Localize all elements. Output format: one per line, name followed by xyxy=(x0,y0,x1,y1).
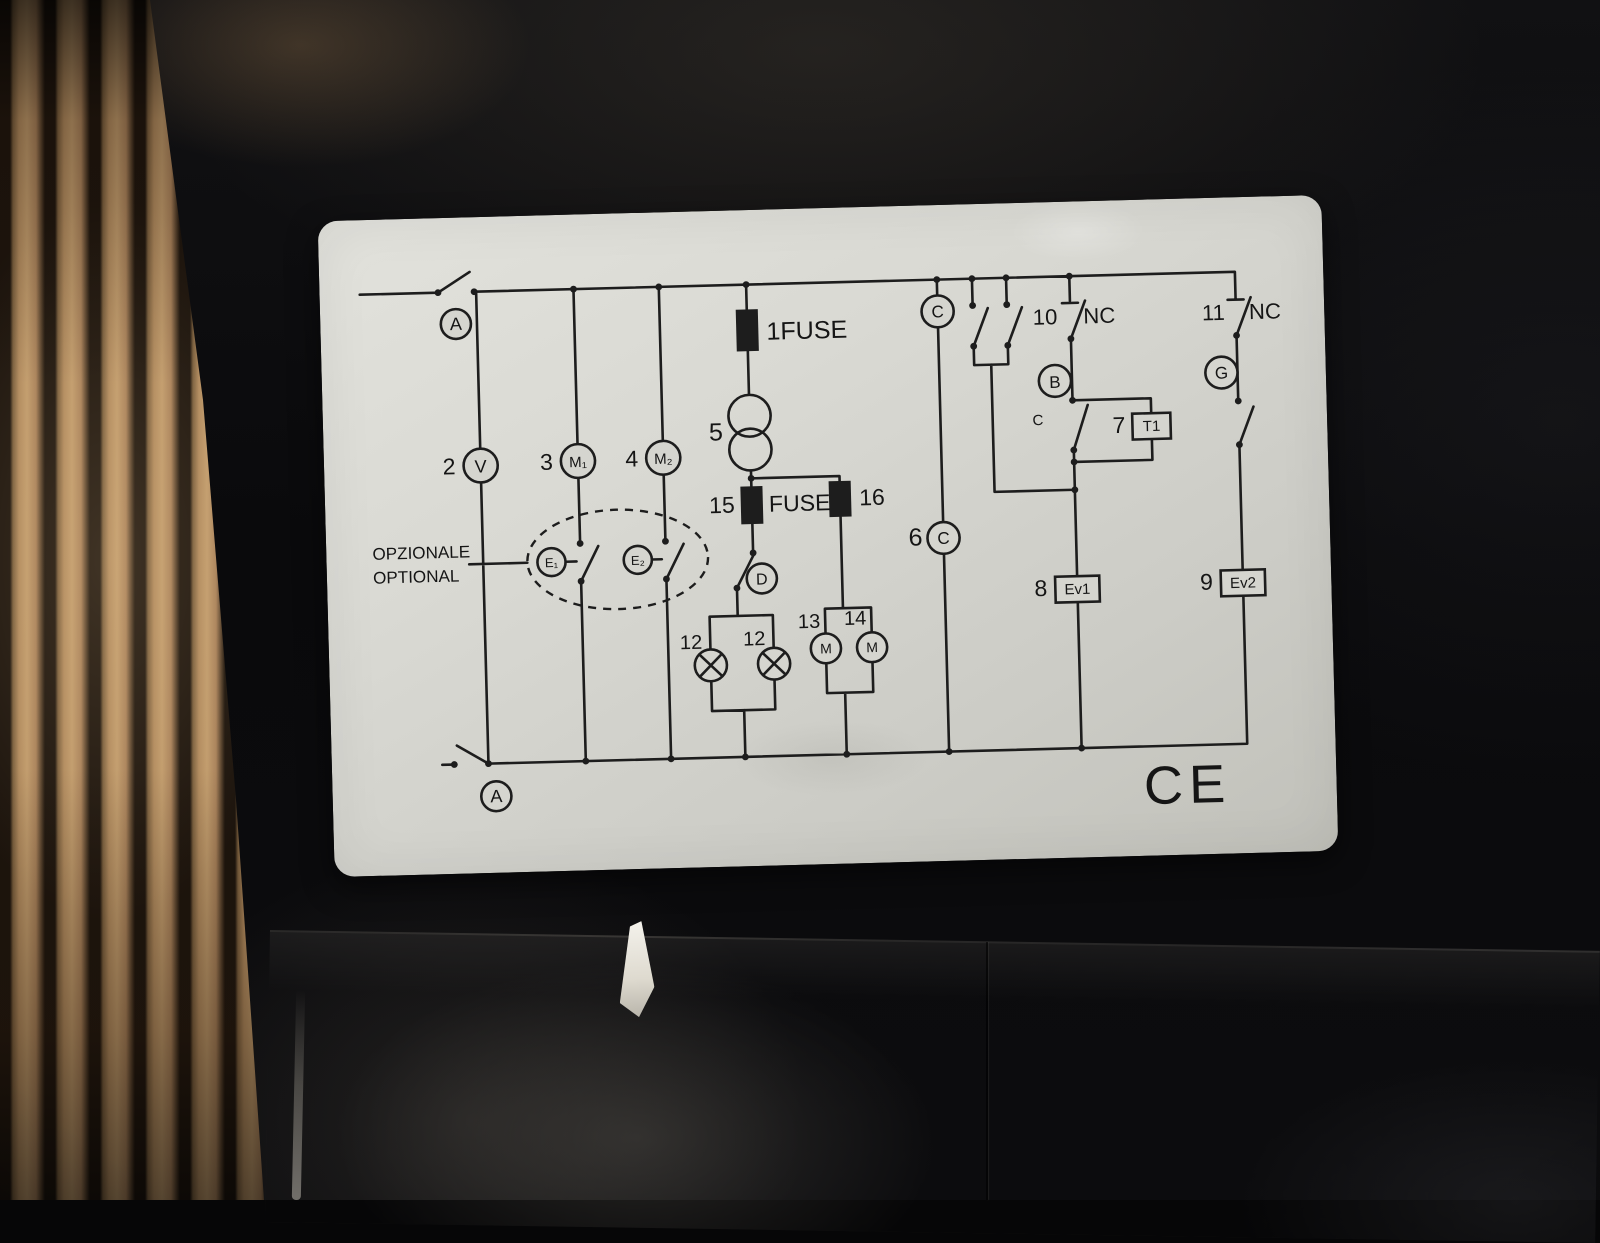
panel-seam xyxy=(986,942,988,1200)
contact-c6-label: C xyxy=(937,529,950,548)
motor1-label: M₁ xyxy=(569,454,587,471)
relay-b-common: C xyxy=(1032,412,1043,429)
lamp-x-marks xyxy=(698,651,787,678)
e2-label: E₂ xyxy=(631,553,645,568)
fuse16-number: 16 xyxy=(859,484,885,511)
e1-label: E₁ xyxy=(545,555,559,570)
motor14-circle xyxy=(855,630,889,664)
valve-ev1-label: Ev1 xyxy=(1064,581,1090,599)
motor2-label: M₂ xyxy=(654,451,673,468)
optional-text-line1: OPZIONALE xyxy=(372,542,470,563)
breaker-top-label: A xyxy=(450,314,463,334)
nc11-label: NC xyxy=(1249,298,1282,324)
optional-text-line2: OPTIONAL xyxy=(373,567,460,588)
contact-c6-number: 6 xyxy=(908,524,923,552)
motor2-circle xyxy=(644,439,682,476)
valve-ev2-label: Ev2 xyxy=(1230,574,1256,592)
optional-group-ellipse xyxy=(526,508,710,611)
transformer-symbol xyxy=(727,393,773,472)
motor13-label: M xyxy=(820,640,832,656)
e1-circle xyxy=(536,546,567,578)
nc11-number: 11 xyxy=(1202,300,1226,325)
timer-t1-number: 7 xyxy=(1112,412,1126,438)
wiring-diagram-sticker: A A 2 V 3 M₁ 4 M₂ OPZIONALE OPTIONAL E₁ … xyxy=(317,194,1339,878)
motor14-label: M xyxy=(866,639,878,655)
e2-circle xyxy=(622,544,654,576)
switch-g-label: G xyxy=(1215,363,1229,382)
motor1-number: 3 xyxy=(540,449,554,475)
voltmeter-circle xyxy=(462,447,500,484)
contact-c-top-label: C xyxy=(931,302,944,321)
motor2-number: 4 xyxy=(625,446,639,472)
nc10-label: NC xyxy=(1083,303,1116,329)
relay-b-label: B xyxy=(1049,373,1061,392)
ce-mark: CE xyxy=(1143,754,1232,816)
junction-dots xyxy=(434,272,1243,768)
valve-ev2-box xyxy=(1219,567,1267,598)
valve-ev2-number: 9 xyxy=(1200,569,1214,595)
fuse15-label: FUSE xyxy=(769,489,831,516)
motor14-number: 14 xyxy=(844,608,867,630)
circuit-wires xyxy=(358,270,1255,767)
transformer-number: 5 xyxy=(709,418,724,446)
switch-g-circle xyxy=(1204,355,1239,390)
breaker-bottom-circle xyxy=(479,780,513,813)
lamp-left-number: 12 xyxy=(680,632,703,654)
appliance-lower-panel xyxy=(265,930,1600,1243)
timer-t1-label: T1 xyxy=(1143,418,1161,435)
relay-b-circle xyxy=(1037,363,1073,399)
fuse-16-symbol xyxy=(828,480,852,518)
breaker-top-circle xyxy=(439,307,473,341)
circuit-diagram-svg: A A 2 V 3 M₁ 4 M₂ OPZIONALE OPTIONAL E₁ … xyxy=(358,270,1282,816)
breaker-bottom-label: A xyxy=(490,786,503,806)
fuse-15-symbol xyxy=(740,486,764,525)
switch-d-label: D xyxy=(756,571,768,588)
voltmeter-number: 2 xyxy=(442,453,456,479)
fuse1-label: 1FUSE xyxy=(766,316,848,346)
fuse-1-symbol xyxy=(735,309,759,352)
contact-c-top-circle xyxy=(920,294,955,329)
lamp-right-number: 12 xyxy=(743,628,766,650)
nc10-number: 10 xyxy=(1032,304,1057,330)
valve-ev1-box xyxy=(1053,574,1102,604)
contact-c6-circle xyxy=(926,520,961,556)
motor13-number: 13 xyxy=(798,611,821,633)
motor1-circle xyxy=(559,442,597,480)
voltmeter-label: V xyxy=(474,456,487,476)
valve-ev1-number: 8 xyxy=(1034,575,1048,601)
fuse15-number: 15 xyxy=(709,492,735,519)
timer-t1-box xyxy=(1130,411,1173,441)
switch-d-circle xyxy=(745,562,779,595)
motor13-circle xyxy=(809,632,843,665)
